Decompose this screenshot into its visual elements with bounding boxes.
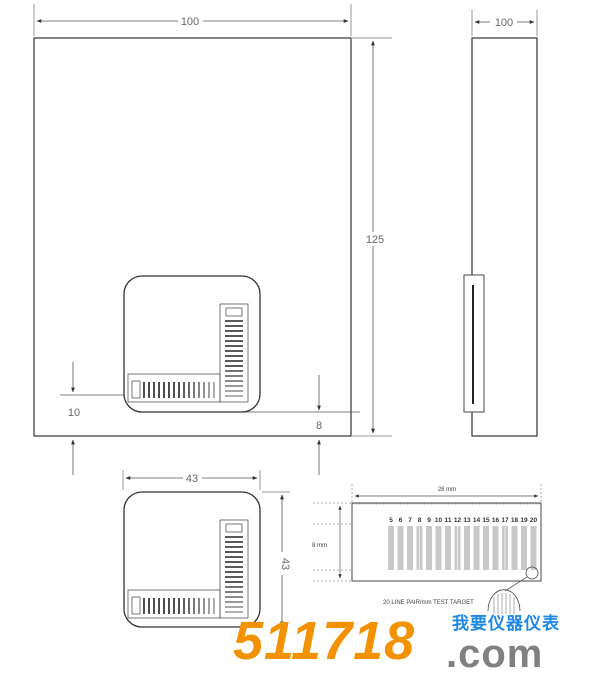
left-offset-label: 10: [68, 407, 80, 419]
front-width-label: 100: [181, 16, 199, 28]
magnified-lines: [487, 589, 521, 614]
lp-number: 20: [530, 517, 538, 524]
target-width-label: 28 mm: [438, 487, 456, 493]
lp-number: 11: [445, 517, 452, 524]
test-target-caption: 20 LINE PAIR/mm TEST TARGET: [383, 600, 474, 606]
target-card-view: 43 43: [122, 470, 291, 628]
card-height-label: 43: [279, 558, 291, 570]
magnify-circle-small: [525, 566, 539, 580]
lp-number: 18: [511, 517, 519, 524]
lp-number: 10: [435, 517, 443, 524]
bottom-offset-label: 8: [316, 420, 322, 432]
front-view: 100 125 10 8: [33, 4, 392, 475]
side-view: 100: [463, 10, 538, 437]
lp-number: 6: [399, 517, 403, 524]
watermark-domain: .com: [446, 632, 544, 676]
lp-number: 16: [492, 517, 500, 524]
lp-number: 9: [427, 517, 431, 524]
lp-number: 19: [520, 517, 528, 524]
lp-number: 7: [408, 517, 412, 524]
device-front-outline: [33, 37, 352, 437]
test-target-detail: 28 mm 8 mm 5 6 7 8 9 10 11 12 13 14 15 1…: [312, 484, 542, 614]
lp-number: 8: [418, 517, 422, 524]
side-depth-label: 100: [495, 17, 513, 29]
line-pair-numbers: 5 6 7 8 9 10 11 12 13 14 15 16 17 18 19 …: [389, 517, 537, 524]
watermark-digits: 511718: [233, 611, 416, 671]
card-width-label: 43: [186, 473, 198, 485]
lp-number: 17: [501, 517, 509, 524]
device-side-outline: [471, 37, 538, 437]
lp-number: 12: [454, 517, 462, 524]
target-height-label: 8 mm: [312, 543, 327, 549]
front-height-label: 125: [366, 234, 384, 246]
lp-number: 15: [482, 517, 490, 524]
lp-number: 14: [473, 517, 481, 524]
watermark-chinese: 我要仪器仪表: [452, 614, 560, 634]
lp-number: 13: [463, 517, 471, 524]
lp-number: 5: [389, 517, 393, 524]
target-card-front: [123, 275, 261, 413]
